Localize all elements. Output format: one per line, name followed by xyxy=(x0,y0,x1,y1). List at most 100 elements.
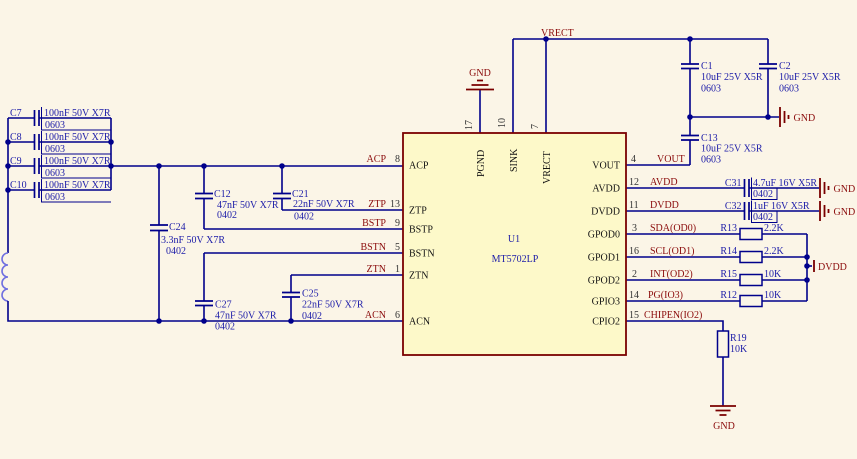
ref-des[interactable]: C31 xyxy=(725,178,742,189)
capacitor-C32[interactable]: C32 1uF 16V X5R 0402 xyxy=(725,200,810,224)
ref-des[interactable]: C27 xyxy=(215,300,232,311)
inductor-coil[interactable] xyxy=(1,252,9,302)
capacitor-C24[interactable]: C24 3.3nF 50V X7R 0402 xyxy=(150,222,225,257)
net-label-pg[interactable]: PG(IO3) xyxy=(648,290,683,301)
capacitor-C7[interactable]: C7 100nF 50V X7R 0603 xyxy=(10,107,111,131)
ref-des[interactable]: R15 xyxy=(720,269,737,280)
ref-des[interactable]: R12 xyxy=(720,290,737,301)
value[interactable]: 47nF 50V X7R xyxy=(215,311,277,322)
footprint[interactable]: 0603 xyxy=(701,155,721,166)
net-label-scl[interactable]: SCL(OD1) xyxy=(650,246,694,257)
ic-part-number[interactable]: MT5702LP xyxy=(492,254,539,265)
footprint[interactable]: 0603 xyxy=(45,192,65,203)
value[interactable]: 100nF 50V X7R xyxy=(44,108,111,119)
gnd-port-r19[interactable]: GND xyxy=(710,405,736,432)
ref-des[interactable]: C21 xyxy=(292,189,309,200)
footprint[interactable]: 0603 xyxy=(701,84,721,95)
ref-des[interactable]: C1 xyxy=(701,61,713,72)
value[interactable]: 4.7uF 16V X5R xyxy=(753,178,817,189)
ref-des[interactable]: C13 xyxy=(701,133,718,144)
footprint[interactable]: 0603 xyxy=(45,120,65,131)
net-label-vout[interactable]: VOUT xyxy=(657,154,685,165)
value[interactable]: 3.3nF 50V X7R xyxy=(161,235,225,246)
value[interactable]: 1uF 16V X5R xyxy=(753,201,810,212)
ref-des[interactable]: C12 xyxy=(214,189,231,200)
ref-des[interactable]: C9 xyxy=(10,156,22,167)
capacitor-C9[interactable]: C9 100nF 50V X7R 0603 xyxy=(10,155,111,179)
ref-des[interactable]: C7 xyxy=(10,108,22,119)
footprint[interactable]: 0402 xyxy=(302,311,322,322)
capacitor-C13[interactable]: C13 10uF 25V X5R 0603 xyxy=(681,133,763,166)
value[interactable]: 10uF 25V X5R xyxy=(701,72,763,83)
net-label-int[interactable]: INT(OD2) xyxy=(650,269,693,280)
ic-u1[interactable]: U1 MT5702LP ACP ZTP BSTP BSTN ZTN ACN VO… xyxy=(390,118,639,356)
value[interactable]: 10uF 25V X5R xyxy=(701,144,763,155)
value[interactable]: 2.2K xyxy=(764,223,785,234)
value[interactable]: 22nF 50V X7R xyxy=(302,300,364,311)
value[interactable]: 47nF 50V X7R xyxy=(217,200,279,211)
ref-des[interactable]: C25 xyxy=(302,289,319,300)
resistor-R13[interactable]: R13 2.2K xyxy=(720,223,785,241)
net-label-dvdd[interactable]: DVDD xyxy=(650,200,679,211)
net-label-avdd[interactable]: AVDD xyxy=(650,177,678,188)
footprint[interactable]: 0402 xyxy=(294,212,314,223)
capacitor-C21[interactable]: C21 22nF 50V X7R 0402 xyxy=(273,189,355,223)
footprint[interactable]: 0402 xyxy=(753,212,773,223)
resistor-R14[interactable]: R14 2.2K xyxy=(720,246,785,264)
gnd-port-c31[interactable]: GND xyxy=(819,178,855,198)
capacitor-C12[interactable]: C12 47nF 50V X7R 0402 xyxy=(195,189,279,221)
wire-acn[interactable] xyxy=(7,301,403,322)
net-label-ztn[interactable]: ZTN xyxy=(367,264,386,275)
net-label-chipen[interactable]: CHIPEN(IO2) xyxy=(644,310,702,321)
value[interactable]: 100nF 50V X7R xyxy=(44,180,111,191)
net-label-bstn[interactable]: BSTN xyxy=(360,242,386,253)
footprint[interactable]: 0402 xyxy=(215,322,235,333)
value[interactable]: 10uF 25V X5R xyxy=(779,72,841,83)
ref-des[interactable]: C32 xyxy=(725,201,742,212)
ref-des[interactable]: C2 xyxy=(779,61,791,72)
resistor-R19[interactable]: R19 10K xyxy=(716,330,749,358)
gnd-port-c32[interactable]: GND xyxy=(819,201,855,221)
ref-des[interactable]: C24 xyxy=(169,222,186,233)
net-label-acn[interactable]: ACN xyxy=(365,310,386,321)
capacitor-C25[interactable]: C25 22nF 50V X7R 0402 xyxy=(282,289,364,323)
value[interactable]: 100nF 50V X7R xyxy=(44,156,111,167)
ref-des[interactable]: C8 xyxy=(10,132,22,143)
footprint[interactable]: 0402 xyxy=(166,246,186,257)
ic-designator[interactable]: U1 xyxy=(508,234,520,245)
capacitor-C8[interactable]: C8 100nF 50V X7R 0603 xyxy=(10,131,111,155)
ref-des[interactable]: R14 xyxy=(720,246,737,257)
net-label-bstp[interactable]: BSTP xyxy=(362,218,386,229)
value[interactable]: 100nF 50V X7R xyxy=(44,132,111,143)
net-label-sda[interactable]: SDA(OD0) xyxy=(650,223,696,234)
capacitor-C2[interactable]: C2 10uF 25V X5R 0603 xyxy=(759,61,841,95)
value[interactable]: 2.2K xyxy=(764,246,785,257)
dvdd-port[interactable]: DVDD xyxy=(813,260,847,273)
footprint[interactable]: 0402 xyxy=(753,189,773,200)
capacitor-C27[interactable]: C27 47nF 50V X7R 0402 xyxy=(195,300,277,333)
ref-des[interactable]: C10 xyxy=(10,180,27,191)
footprint[interactable]: 0603 xyxy=(45,144,65,155)
ic-body[interactable] xyxy=(402,132,627,356)
net-labels[interactable]: ACP ZTP BSTP BSTN ZTN ACN VRECT VOUT AVD… xyxy=(360,28,702,321)
value[interactable]: 10K xyxy=(730,344,748,355)
capacitor-C31[interactable]: C31 4.7uF 16V X5R 0402 xyxy=(725,177,817,201)
wire-chipen[interactable] xyxy=(626,320,724,406)
capacitor-C10[interactable]: C10 100nF 50V X7R 0603 xyxy=(10,179,111,203)
resistor-R12[interactable]: R12 10K xyxy=(720,290,782,308)
ref-des[interactable]: R13 xyxy=(720,223,737,234)
gnd-port-c2[interactable]: GND xyxy=(779,107,815,127)
value[interactable]: 22nF 50V X7R xyxy=(293,199,355,210)
net-label-acp[interactable]: ACP xyxy=(367,154,387,165)
capacitor-C1[interactable]: C1 10uF 25V X5R 0603 xyxy=(681,61,763,95)
footprint[interactable]: 0402 xyxy=(217,210,237,221)
gnd-port-top[interactable]: GND xyxy=(466,68,494,91)
footprint[interactable]: 0603 xyxy=(779,84,799,95)
resistor-R15[interactable]: R15 10K xyxy=(720,269,782,287)
net-label-ztp[interactable]: ZTP xyxy=(368,199,386,210)
value[interactable]: 10K xyxy=(764,290,782,301)
footprint[interactable]: 0603 xyxy=(45,168,65,179)
ref-des[interactable]: R19 xyxy=(730,333,747,344)
net-label-vrect[interactable]: VRECT xyxy=(541,28,574,39)
value[interactable]: 10K xyxy=(764,269,782,280)
